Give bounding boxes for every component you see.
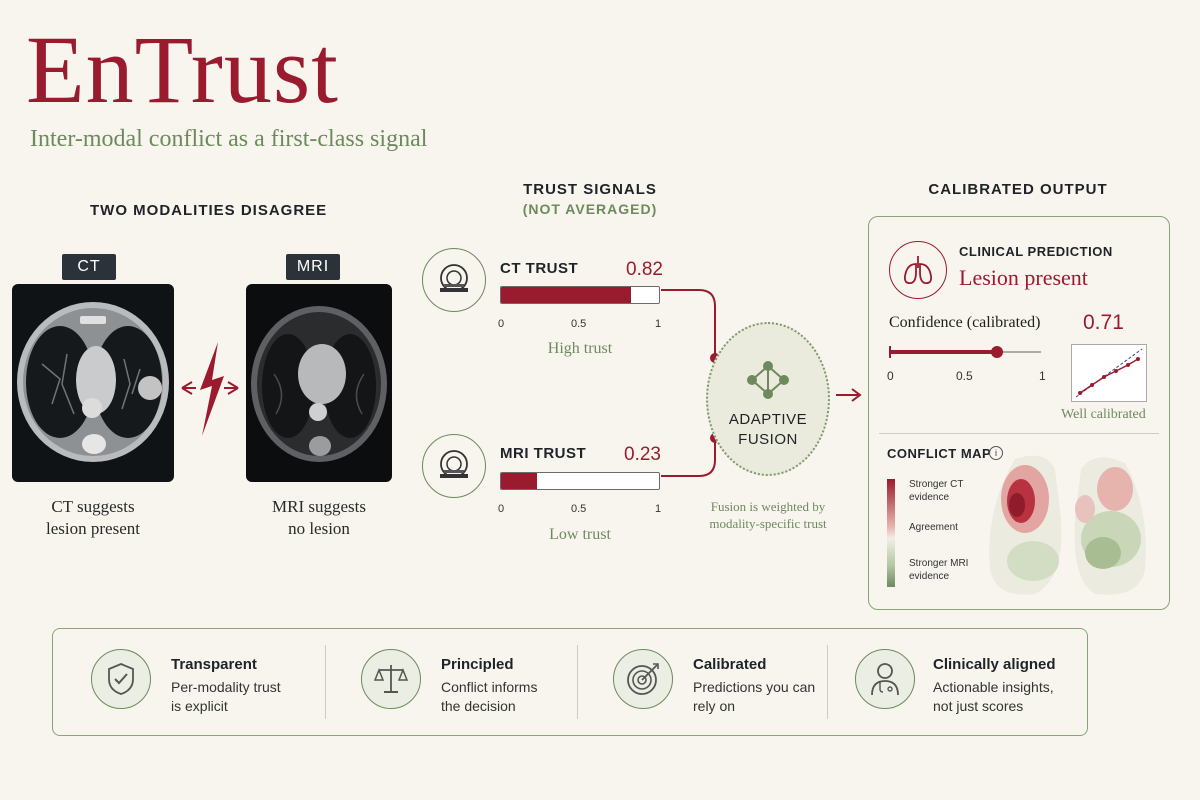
clinical-prediction-label: CLINICAL PREDICTION: [959, 244, 1113, 259]
network-icon: [747, 361, 789, 399]
conflict-legend-bar: [887, 479, 895, 587]
conf-tick-half: 0.5: [956, 369, 973, 383]
feature-3-line2: rely on: [693, 698, 736, 714]
mri-caption-line2: no lesion: [288, 519, 350, 538]
feature-3-line1: Predictions you can: [693, 679, 816, 695]
ct-caption-line2: lesion present: [46, 519, 140, 538]
ct-trust-bar: [500, 286, 660, 304]
feature-divider-1: [325, 645, 326, 719]
legend-bottom: Stronger MRI evidence: [909, 557, 968, 583]
ct-scanner-icon: [422, 248, 486, 312]
target-icon: [613, 649, 673, 709]
conflict-bolt-icon: [178, 336, 242, 440]
mri-tick-0: 0: [498, 503, 505, 515]
fusion-note-line2: modality-specific trust: [709, 516, 827, 531]
mri-label: MRI: [286, 254, 340, 280]
trust-subheading: (NOT AVERAGED): [522, 201, 658, 217]
feature-4-desc: Actionable insights, not just scores: [933, 678, 1054, 716]
feature-1-line1: Per-modality trust: [171, 679, 281, 695]
output-divider: [879, 433, 1159, 434]
feature-4-line2: not just scores: [933, 698, 1024, 714]
scales-icon: [361, 649, 421, 709]
feature-2-title: Principled: [441, 656, 514, 673]
ct-caption-line1: CT suggests: [51, 497, 135, 516]
mri-trust-bar: [500, 472, 660, 490]
conflict-map-image: [989, 455, 1146, 595]
legend-top: Stronger CT evidence: [909, 478, 963, 504]
ct-label: CT: [62, 254, 116, 280]
conf-tick-1: 1: [1039, 369, 1046, 383]
output-panel: CLINICAL PREDICTION Lesion present Confi…: [868, 216, 1170, 610]
legend-top-line1: Stronger CT: [909, 479, 964, 490]
mri-trust-value: 0.23: [624, 444, 661, 465]
ct-trust-value: 0.82: [626, 259, 663, 280]
mri-tick-half: 0.5: [571, 503, 587, 515]
confidence-slider-fill: [889, 350, 997, 354]
features-strip: Transparent Per-modality trust is explic…: [52, 628, 1088, 736]
mri-scan-image: [246, 284, 392, 482]
fusion-note: Fusion is weighted by modality-specific …: [698, 498, 838, 532]
feature-3-title: Calibrated: [693, 656, 767, 673]
calibration-caption: Well calibrated: [1061, 407, 1146, 422]
feature-2-line1: Conflict informs: [441, 679, 538, 695]
confidence-slider: [889, 345, 1041, 359]
mri-tick-1: 1: [655, 503, 662, 515]
feature-3-desc: Predictions you can rely on: [693, 678, 815, 716]
mri-trust-bar-fill: [501, 473, 538, 489]
page-subtitle: Inter-modal conflict as a first-class si…: [30, 126, 428, 152]
page-title: EnTrust: [26, 16, 339, 123]
feature-divider-2: [577, 645, 578, 719]
confidence-value: 0.71: [1083, 311, 1124, 334]
mri-trust-note: Low trust: [549, 526, 611, 543]
feature-2-desc: Conflict informs the decision: [441, 678, 537, 716]
feature-4-line1: Actionable insights,: [933, 679, 1054, 695]
feature-divider-3: [827, 645, 828, 719]
ct-trust-bar-fill: [501, 287, 631, 303]
calibration-plot: [1071, 344, 1147, 402]
ct-scan-image: [12, 284, 174, 482]
lungs-icon: [889, 241, 947, 299]
output-arrow-icon: [836, 388, 862, 402]
mri-scanner-icon: [422, 434, 486, 498]
adaptive-fusion-node: ADAPTIVE FUSION: [706, 322, 830, 476]
fusion-line2: FUSION: [738, 431, 798, 448]
ct-caption: CT suggests lesion present: [12, 496, 174, 540]
mri-caption: MRI suggests no lesion: [240, 496, 398, 540]
mri-trust-label: MRI TRUST: [500, 445, 587, 462]
output-heading: CALIBRATED OUTPUT: [928, 181, 1108, 198]
doctor-icon: [855, 649, 915, 709]
legend-mid: Agreement: [909, 522, 958, 533]
confidence-slider-knob: [990, 346, 1003, 358]
confidence-label: Confidence (calibrated): [889, 314, 1041, 331]
feature-1-desc: Per-modality trust is explicit: [171, 678, 281, 716]
mri-caption-line1: MRI suggests: [272, 497, 366, 516]
ct-tick-0: 0: [498, 318, 505, 330]
feature-2-line2: the decision: [441, 698, 516, 714]
legend-bottom-line1: Stronger MRI: [909, 558, 969, 569]
shield-check-icon: [91, 649, 151, 709]
feature-1-title: Transparent: [171, 656, 257, 673]
legend-bottom-line2: evidence: [909, 571, 950, 582]
info-icon[interactable]: i: [989, 446, 1003, 460]
ct-tick-half: 0.5: [571, 318, 587, 330]
modalities-heading: TWO MODALITIES DISAGREE: [90, 202, 328, 219]
feature-4-title: Clinically aligned: [933, 656, 1056, 673]
conf-tick-0: 0: [887, 369, 894, 383]
legend-top-line2: evidence: [909, 492, 950, 503]
ct-trust-label: CT TRUST: [500, 260, 579, 277]
ct-trust-note: High trust: [547, 340, 613, 357]
prediction-value: Lesion present: [959, 265, 1088, 290]
conflict-map-label: CONFLICT MAP: [887, 446, 992, 461]
ct-tick-1: 1: [655, 318, 662, 330]
feature-1-line2: is explicit: [171, 698, 228, 714]
trust-heading: TRUST SIGNALS: [523, 181, 657, 198]
fusion-note-line1: Fusion is weighted by: [710, 499, 826, 514]
fusion-line1: ADAPTIVE: [728, 411, 808, 428]
